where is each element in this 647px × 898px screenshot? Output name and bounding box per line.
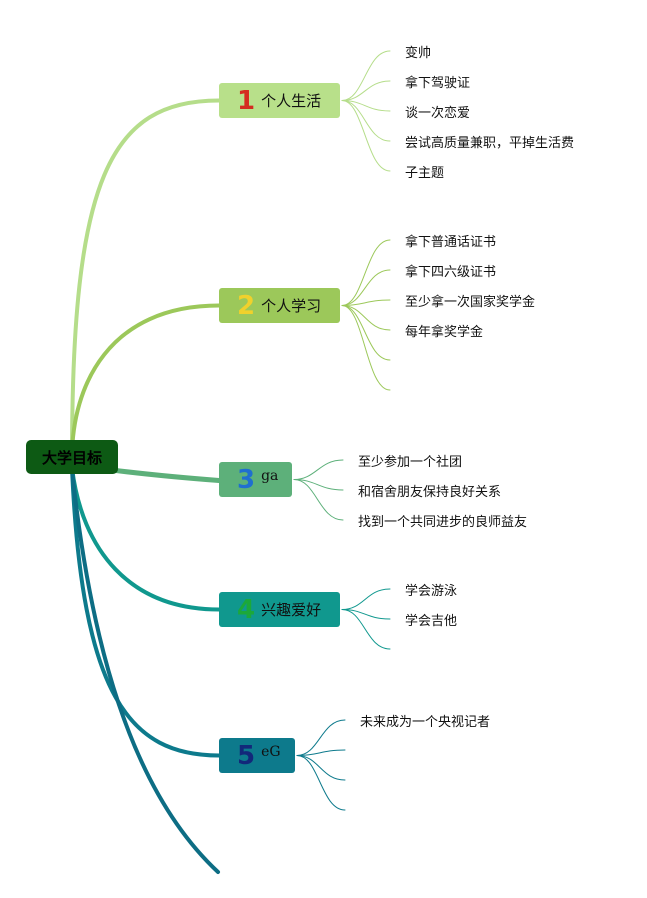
branch-1-leaf-3[interactable]: 谈一次恋爱 [405, 106, 471, 121]
branch-2-leaf-4[interactable]: 每年拿奖学金 [405, 325, 484, 340]
leaf-3-1-connector [293, 459, 344, 480]
branch-1-leaf-4[interactable]: 尝试高质量兼职，平掉生活费 [405, 136, 575, 151]
branch-2-leaf-3[interactable]: 至少拿一次国家奖学金 [405, 295, 536, 310]
leaf-4-3-connector [341, 609, 391, 650]
branch-3-number-icon: 3 [237, 464, 256, 495]
branch-1-leaf-5[interactable]: 子主题 [405, 166, 445, 181]
branch-4-connector [70, 466, 221, 612]
branch-4-leaf-2[interactable]: 学会吉他 [405, 614, 458, 629]
branch-3-connector [109, 467, 222, 483]
leaf-2-3-connector [341, 299, 391, 306]
leaf-3-3-connector [293, 479, 344, 521]
branch-1-number-icon: 1 [237, 85, 256, 116]
leaf-5-3-connector [296, 755, 346, 781]
branch-2-label: 个人学习 [261, 297, 322, 315]
branch-5-number-icon: 5 [237, 740, 256, 771]
leaf-4-1-connector [341, 588, 391, 610]
trunk-tail [70, 468, 220, 874]
leaf-1-2-connector [341, 80, 391, 101]
branch-2-connector [70, 303, 221, 460]
branch-5-leaf-1[interactable]: 未来成为一个央视记者 [360, 715, 491, 730]
branch-3-leaf-3[interactable]: 找到一个共同进步的良师益友 [358, 515, 528, 530]
branch-1-connector [70, 98, 221, 460]
branch-2-node[interactable]: 2 个人学习 [219, 288, 340, 323]
leaf-5-4-connector [296, 755, 346, 811]
leaf-5-1-connector [296, 719, 346, 756]
branch-3-node[interactable]: 3 ga [219, 462, 292, 497]
branch-2-number-icon: 2 [237, 290, 256, 321]
branch-5-node[interactable]: 5 eG [219, 738, 295, 773]
leaf-2-6-connector [341, 305, 391, 391]
leaf-1-4-connector [341, 100, 391, 142]
branch-1-node[interactable]: 1 个人生活 [219, 83, 340, 118]
root-node[interactable]: 大学目标 [26, 440, 118, 474]
leaf-2-5-connector [341, 305, 391, 361]
leaf-2-2-connector [341, 269, 391, 306]
branch-3-label: ga [261, 468, 279, 484]
leaf-5-2-connector [296, 749, 346, 756]
branch-1-label: 个人生活 [261, 92, 322, 110]
leaf-2-1-connector [341, 239, 391, 306]
leaf-1-5-connector [341, 100, 391, 172]
branch-2-leaf-1[interactable]: 拿下普通话证书 [405, 235, 497, 250]
leaf-2-4-connector [341, 305, 391, 331]
branch-3-leaf-1[interactable]: 至少参加一个社团 [358, 455, 463, 470]
branch-1-leaf-2[interactable]: 拿下驾驶证 [405, 76, 471, 91]
branch-2-leaf-2[interactable]: 拿下四六级证书 [405, 265, 497, 280]
branch-3-leaf-2[interactable]: 和宿舍朋友保持良好关系 [358, 485, 502, 500]
branch-5-label: eG [261, 744, 281, 760]
branch-4-label: 兴趣爱好 [261, 601, 322, 619]
branch-4-node[interactable]: 4 兴趣爱好 [219, 592, 340, 627]
branch-4-number-icon: 4 [237, 594, 256, 625]
root-label: 大学目标 [41, 448, 102, 467]
branch-4-leaf-1[interactable]: 学会游泳 [405, 584, 458, 599]
leaf-1-1-connector [341, 50, 391, 101]
branch-1-leaf-1[interactable]: 变帅 [405, 46, 432, 61]
